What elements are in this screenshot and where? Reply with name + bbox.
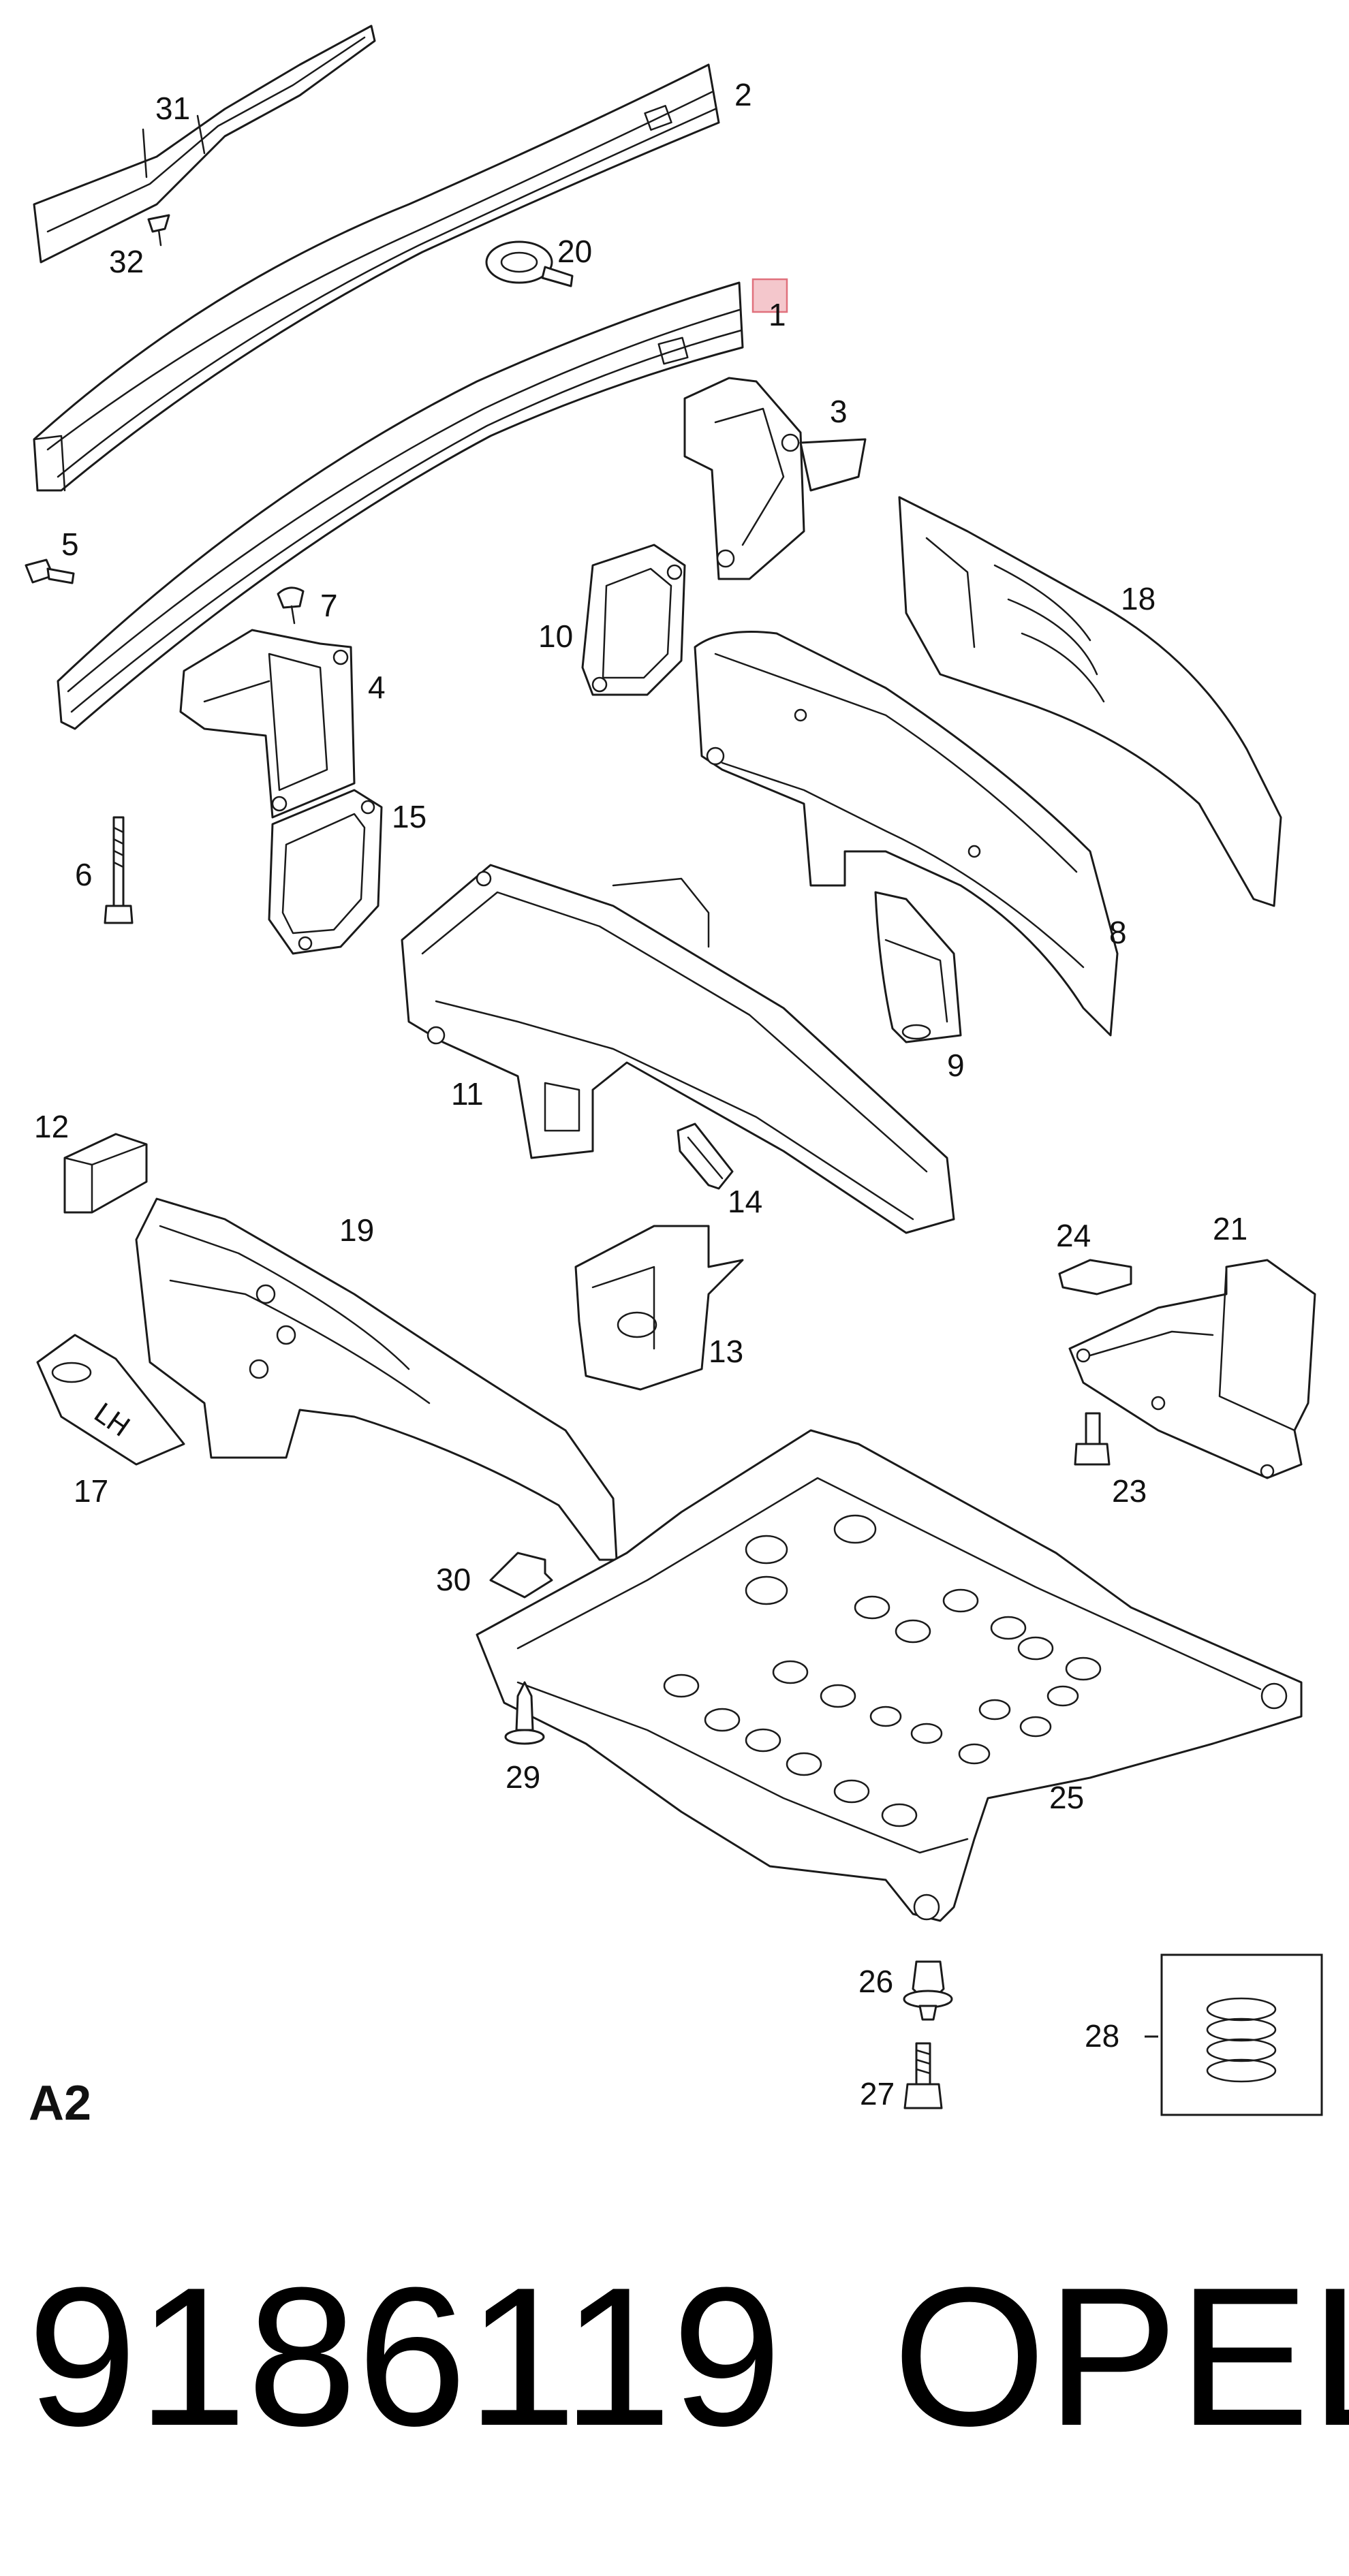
callout-18: 18 — [1121, 581, 1156, 616]
callout-27: 27 — [860, 2076, 895, 2111]
part-25-underbody-shield — [476, 1429, 1303, 1922]
part-24-clip — [1058, 1259, 1132, 1295]
callout-28: 28 — [1085, 2018, 1119, 2054]
callout-15: 15 — [392, 799, 427, 834]
callout-29: 29 — [506, 1759, 540, 1795]
callout-9: 9 — [947, 1048, 965, 1083]
part-8-longitudinal — [694, 631, 1119, 1037]
callout-5: 5 — [61, 527, 79, 562]
part-12-block — [63, 1133, 148, 1214]
callout-25: 25 — [1049, 1780, 1084, 1815]
part-10-plate — [581, 544, 686, 696]
part-13-bracket — [574, 1225, 744, 1391]
callout-23: 23 — [1112, 1473, 1147, 1509]
part-27-bolt — [903, 2042, 943, 2109]
part-14-bracket — [677, 1122, 734, 1190]
part-11-subframe-rail — [401, 864, 955, 1234]
part-1-impact-beam — [57, 281, 744, 730]
callout-19: 19 — [339, 1212, 374, 1248]
part-19-side-member — [135, 1197, 618, 1561]
callout-3: 3 — [830, 394, 848, 429]
callout-2: 2 — [734, 77, 752, 112]
part-15-plate — [268, 789, 383, 955]
brand-name: OPEL — [893, 2246, 1349, 2467]
part-31-shield — [33, 25, 376, 264]
part-26-clip — [903, 1960, 953, 2021]
part-4-crash-box — [179, 629, 356, 819]
callout-8: 8 — [1109, 915, 1127, 950]
callout-30: 30 — [436, 1562, 471, 1597]
part-21-panel — [1068, 1259, 1316, 1479]
callout-31: 31 — [155, 91, 190, 126]
part-6-long-bolt — [104, 816, 134, 924]
part-28-box — [1160, 1953, 1323, 2116]
part-2-bumper-beam — [33, 63, 720, 492]
callout-24: 24 — [1056, 1218, 1091, 1253]
part-23-bolt — [1074, 1412, 1111, 1466]
part-18-side-member — [898, 496, 1282, 907]
callout-10: 10 — [538, 618, 573, 654]
callout-21: 21 — [1213, 1211, 1247, 1246]
part-9-bracket — [874, 891, 962, 1043]
callout-7: 7 — [320, 588, 338, 623]
callout-1: 1 — [769, 297, 786, 332]
callout-12: 12 — [34, 1109, 69, 1144]
highlight-marker — [751, 278, 788, 313]
callout-14: 14 — [728, 1184, 762, 1219]
part-17-heat-shield: LH — [36, 1334, 185, 1466]
callout-32: 32 — [109, 244, 144, 279]
part-number: 9186119 — [27, 2246, 781, 2467]
part-28-spring — [1206, 1997, 1277, 2083]
part-29-screw — [504, 1681, 545, 1745]
part-5-bolt — [25, 559, 75, 584]
callout-26: 26 — [858, 1964, 893, 1999]
callout-6: 6 — [75, 857, 93, 892]
callout-11: 11 — [451, 1076, 484, 1112]
callout-13: 13 — [709, 1334, 743, 1369]
callout-4: 4 — [368, 670, 386, 705]
section-label: A2 — [29, 2076, 91, 2131]
part-20-tow-eye — [485, 240, 574, 287]
part-32-clip — [147, 214, 170, 247]
part-30-clip — [489, 1552, 553, 1599]
callout-20: 20 — [557, 234, 592, 269]
callout-17: 17 — [74, 1473, 108, 1509]
part-7-clip — [277, 586, 305, 625]
part-3-bracket — [683, 377, 867, 580]
